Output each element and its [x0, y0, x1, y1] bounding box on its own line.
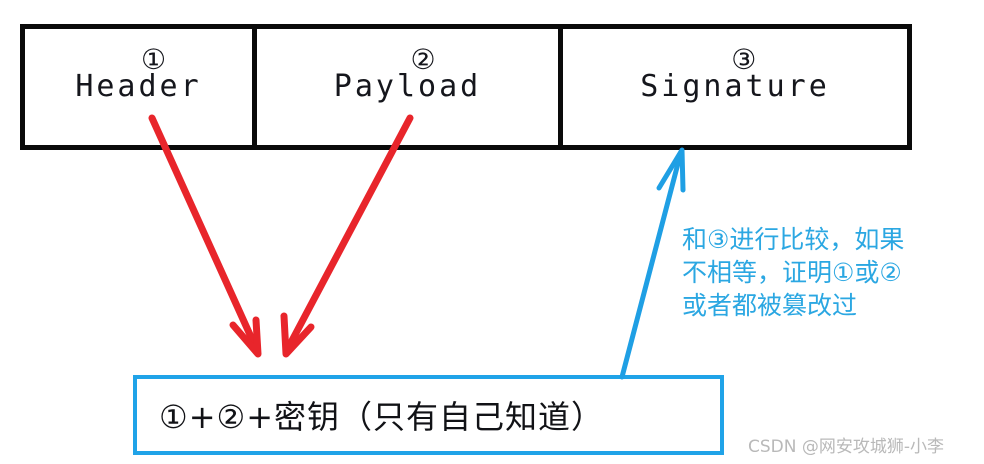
jwt-segment-signature-label: Signature — [640, 69, 830, 104]
red-arrow-header-to-secret — [148, 114, 262, 358]
verification-note-line-2: 不相等，证明①或② — [682, 258, 902, 287]
jwt-segment-header-inner: ① Header — [75, 46, 202, 104]
verification-note: 和③进行比较，如果 不相等，证明①或② 或者都被篡改过 — [682, 223, 972, 322]
jwt-segment-signature-inner: ③ Signature — [640, 46, 830, 104]
jwt-segment-header: ① Header — [25, 24, 252, 150]
jwt-segment-payload-inner: ② Payload — [333, 46, 482, 104]
verification-note-line-3: 或者都被篡改过 — [682, 291, 858, 320]
jwt-segment-payload: ② Payload — [257, 24, 558, 150]
blue-arrow-secret-to-signature — [619, 147, 686, 380]
jwt-segment-payload-label: Payload — [333, 69, 482, 104]
verification-note-line-1: 和③进行比较，如果 — [682, 225, 905, 254]
jwt-divider-payload-signature — [558, 24, 563, 150]
circled-number-2-icon: ② — [410, 43, 436, 76]
jwt-divider-header-payload — [252, 24, 257, 150]
red-arrow-payload-to-secret — [280, 114, 414, 358]
secret-composition-box: ①+②+密钥（只有自己知道） — [133, 375, 724, 455]
secret-composition-label: ①+②+密钥（只有自己知道） — [159, 398, 605, 436]
watermark-label: CSDN @网安攻城狮-小李 — [748, 437, 945, 457]
circled-number-1-icon: ① — [141, 43, 167, 76]
jwt-segment-signature: ③ Signature — [563, 24, 907, 150]
circled-number-3-icon: ③ — [731, 43, 757, 76]
jwt-segment-header-label: Header — [75, 69, 202, 104]
